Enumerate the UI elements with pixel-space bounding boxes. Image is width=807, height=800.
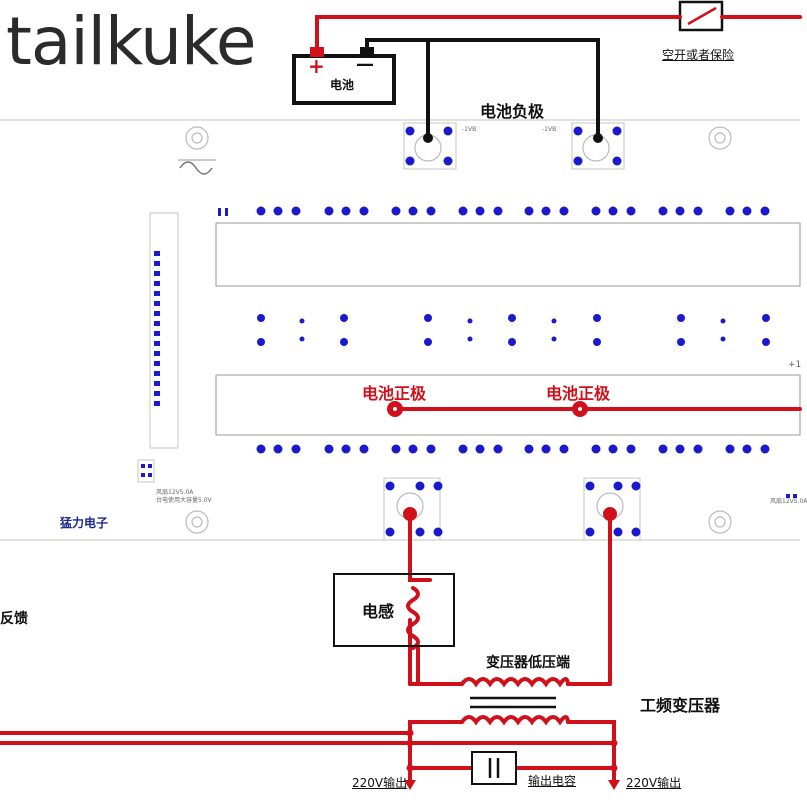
red-nodes bbox=[387, 401, 618, 772]
board-brand-label: 猛力电子 bbox=[60, 516, 109, 530]
battery-positive-label-right: 电池正极 bbox=[546, 384, 611, 403]
terminal-pads bbox=[385, 126, 641, 537]
breaker-symbol bbox=[678, 0, 724, 32]
battery-positive-label-left: 电池正极 bbox=[362, 384, 427, 403]
silk-right: 风扇12V5.0A bbox=[770, 498, 807, 505]
battery-symbol bbox=[292, 47, 396, 105]
pad-row-bottom bbox=[256, 444, 770, 454]
breaker-label: 空开或者保险 bbox=[662, 48, 735, 62]
transformer-low-side-label: 变压器低压端 bbox=[486, 655, 570, 671]
right-edge-mark: +1 bbox=[788, 360, 802, 370]
output-capacitor bbox=[471, 751, 517, 785]
inductor-label: 电感 bbox=[362, 602, 395, 621]
pad-row-top bbox=[218, 206, 770, 216]
silk-fan-b: 台电使用大容量5.0V bbox=[156, 497, 212, 504]
pad-row-middle bbox=[257, 314, 770, 346]
power-freq-transformer-label: 工频变压器 bbox=[640, 696, 721, 715]
pin-header bbox=[141, 251, 797, 498]
positive-wires bbox=[0, 15, 802, 790]
pcb-outline bbox=[0, 119, 801, 541]
transformer-core bbox=[470, 696, 556, 709]
output-220-right-label: 220V输出 bbox=[626, 776, 682, 790]
negative-wires bbox=[365, 38, 600, 140]
feedback-label: 反馈 bbox=[0, 611, 28, 627]
ac-symbol-icon bbox=[179, 161, 213, 175]
battery-plus-sign: + bbox=[308, 54, 325, 78]
neg-pad-left-silk: -1VB bbox=[462, 126, 477, 133]
output-cap-label: 输出电容 bbox=[528, 774, 577, 788]
battery-negative-label: 电池负极 bbox=[480, 102, 545, 121]
battery-minus-sign: — bbox=[356, 54, 374, 75]
silk-fan-a: 风扇12V5.0A bbox=[156, 489, 194, 496]
battery-label: 电池 bbox=[330, 78, 355, 92]
neg-pad-right-silk: -1VB bbox=[542, 126, 557, 133]
watermark-text: tailkuke bbox=[6, 3, 256, 80]
output-220-left-label: 220V输出 bbox=[352, 776, 408, 790]
inductor-box bbox=[333, 573, 455, 647]
mounting-holes bbox=[185, 126, 732, 534]
